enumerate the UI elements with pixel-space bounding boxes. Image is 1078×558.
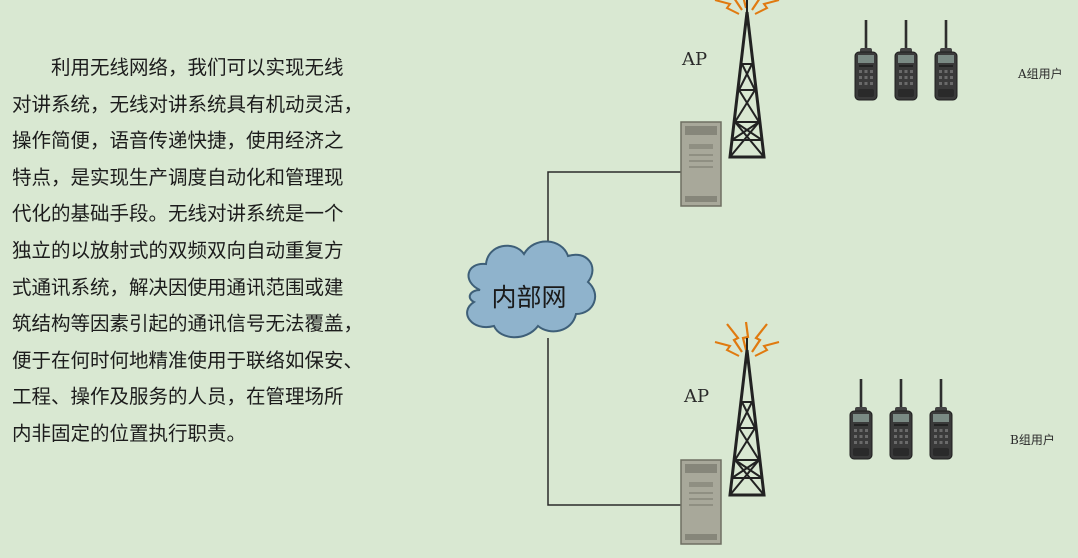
server-box-icon [680, 121, 722, 207]
walkie-talkie-icon [929, 378, 953, 460]
paragraph-line: 便于在何时何地精准使用于联络如保安、 [12, 348, 364, 372]
antenna-tower-icon [728, 336, 766, 497]
paragraph-line: 利用无线网络，我们可以实现无线 [51, 56, 344, 79]
paragraph-line: 代化的基础手段。无线对讲系统是一个 [12, 202, 344, 226]
paragraph-line: 内非固定的位置执行职责。 [12, 421, 247, 445]
site-a: AP A组用户 [680, 0, 1063, 207]
walkie-talkie-icon [934, 19, 958, 101]
server-box-icon [680, 459, 722, 545]
paragraph-line: 操作简便，语音传递快捷，使用经济之 [12, 129, 344, 153]
ap-label-a: AP [681, 49, 707, 70]
link-to-ap-b [547, 338, 681, 506]
antenna-tower-icon [728, 0, 766, 159]
cloud-network-icon [466, 240, 597, 339]
network-links [547, 171, 681, 506]
paragraph-line: 独立的以放射式的双频双向自动重复方 [12, 238, 344, 262]
paragraph-line: 工程、操作及服务的人员，在管理场所 [12, 385, 344, 409]
walkie-talkie-icon [854, 19, 878, 101]
walkie-talkie-icon [849, 378, 873, 460]
link-to-ap-a [547, 171, 681, 258]
group-label-b: B组用户 [1010, 432, 1055, 447]
group-label-a: A组用户 [1017, 66, 1063, 81]
site-b: AP B组用户 [680, 320, 1055, 545]
walkie-talkie-icon [894, 19, 918, 101]
paragraph-line: 式通讯系统，解决因使用通讯范围或建 [12, 275, 344, 299]
cloud-label: 内部网 [491, 283, 566, 312]
ap-label-b: AP [683, 386, 709, 407]
walkie-talkie-icon [889, 378, 913, 460]
description-paragraph: 利用无线网络，我们可以实现无线 对讲系统，无线对讲系统具有机动灵活， 操作简便，… [12, 50, 412, 453]
paragraph-line: 筑结构等因素引起的通讯信号无法覆盖， [12, 312, 364, 336]
paragraph-line: 特点，是实现生产调度自动化和管理现 [12, 165, 344, 189]
paragraph-line: 对讲系统，无线对讲系统具有机动灵活， [12, 92, 364, 116]
